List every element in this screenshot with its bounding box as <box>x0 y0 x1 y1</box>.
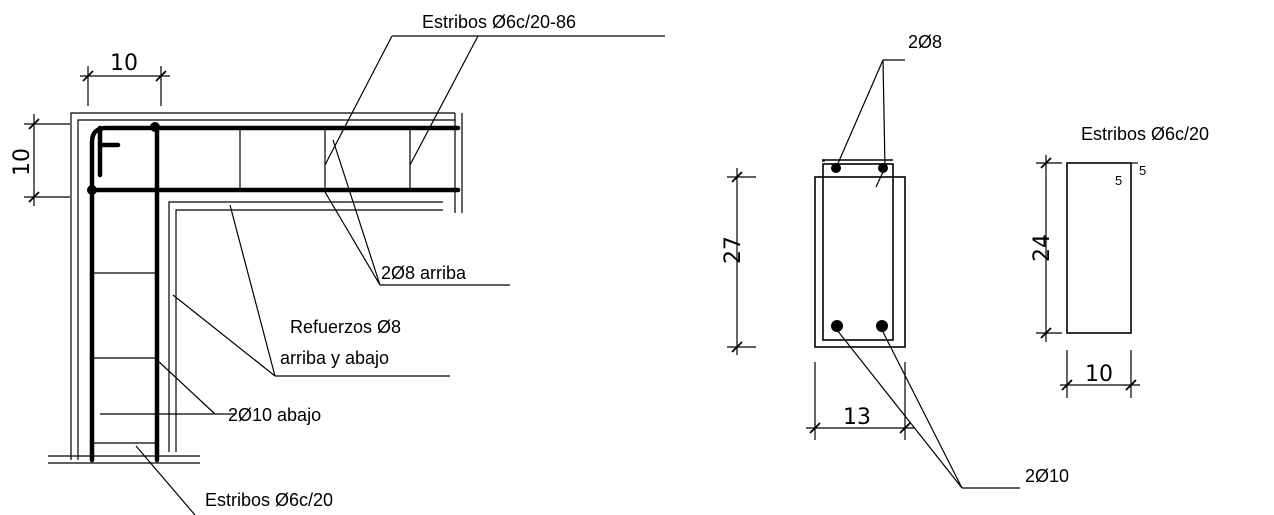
label-refuerzos-1: Refuerzos Ø8 <box>290 317 401 337</box>
label-section-bottom-bars: 2Ø10 <box>1025 466 1069 486</box>
hook-length-a: 5 <box>1139 163 1146 178</box>
dim-stirrup-width: 10 <box>1085 362 1113 387</box>
beam-cross-section: 2Ø8 2Ø10 27 13 <box>721 32 1069 489</box>
dim-section-height: 27 <box>721 236 746 264</box>
stirrup-detail: Estribos Ø6c/20 5 5 24 10 <box>1030 124 1209 398</box>
label-stirrup-title: Estribos Ø6c/20 <box>1081 124 1209 144</box>
label-estribos-top: Estribos Ø6c/20-86 <box>422 12 576 32</box>
dim-plan-width: 10 <box>110 51 138 76</box>
label-section-top-bars: 2Ø8 <box>908 32 942 52</box>
dim-plan-height: 10 <box>10 148 35 176</box>
plan-corner-detail: 10 10 Estribos Ø6c/20-86 2Ø8 arriba Refu… <box>10 12 665 515</box>
hook-length-b: 5 <box>1115 173 1122 188</box>
dim-stirrup-height: 24 <box>1030 234 1055 262</box>
dim-section-width: 13 <box>843 405 871 430</box>
label-2o8-arriba: 2Ø8 arriba <box>381 263 467 283</box>
label-estribos-bottom: Estribos Ø6c/20 <box>205 490 333 510</box>
label-2o10-abajo: 2Ø10 abajo <box>228 405 321 425</box>
label-refuerzos-2: arriba y abajo <box>280 348 389 368</box>
